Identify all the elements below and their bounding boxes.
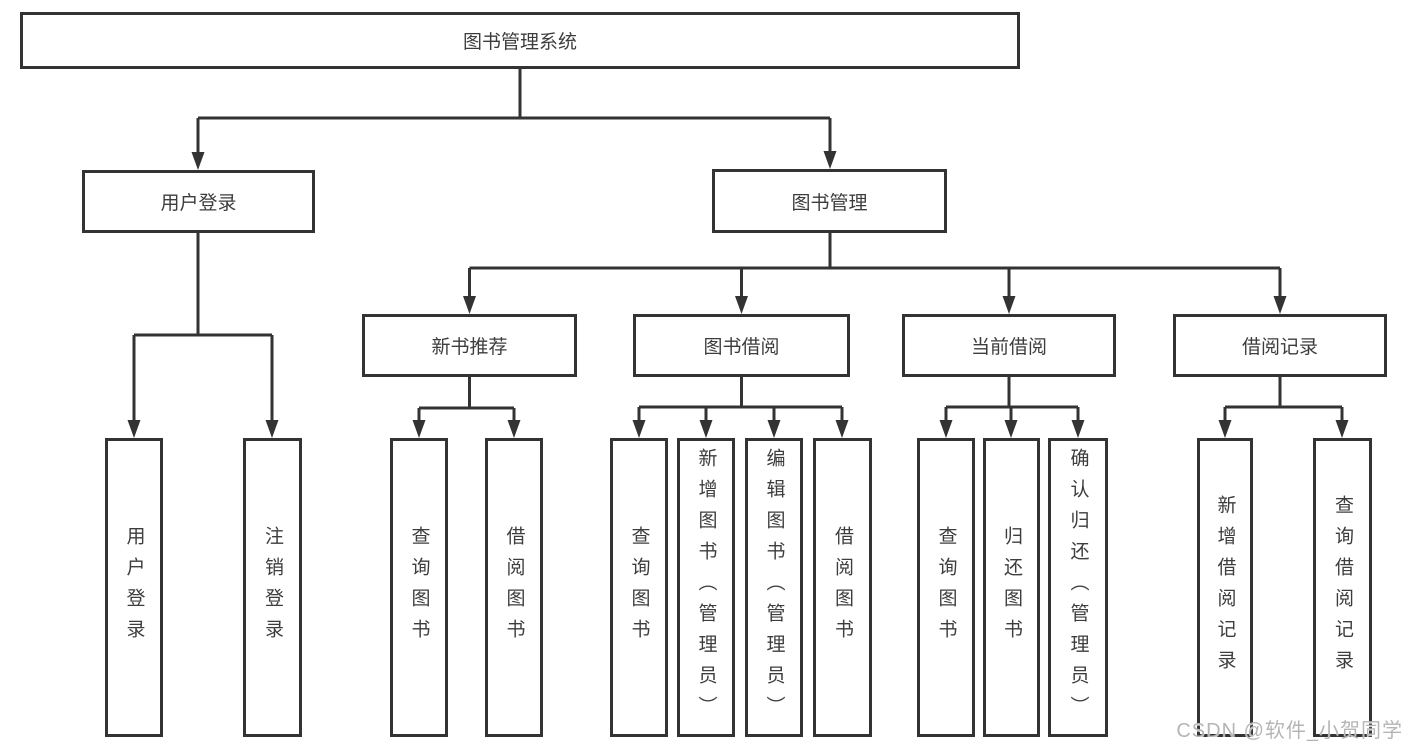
- leaf-current-return-books: 归还图书: [983, 438, 1040, 737]
- leaf-current-query-books: 查询图书: [917, 438, 975, 737]
- leaf-recommend-query-books: 查询图书: [390, 438, 448, 737]
- leaf-current-confirm-return-admin: 确认归还（管理员）: [1048, 438, 1108, 737]
- node-root-system: 图书管理系统: [20, 12, 1020, 69]
- leaf-user-login: 用户登录: [105, 438, 163, 737]
- leaf-recommend-borrow-books: 借阅图书: [485, 438, 543, 737]
- leaf-borrow-borrow-books: 借阅图书: [813, 438, 872, 737]
- leaf-borrow-query-books: 查询图书: [610, 438, 668, 737]
- csdn-watermark: CSDN @软件_小贺同学: [1176, 720, 1403, 742]
- node-book-management-branch: 图书管理: [712, 169, 947, 233]
- node-new-book-recommend: 新书推荐: [362, 314, 577, 377]
- node-book-borrow: 图书借阅: [633, 314, 850, 377]
- leaf-borrow-edit-books-admin: 编辑图书（管理员）: [745, 438, 803, 737]
- leaf-borrow-add-books-admin: 新增图书（管理员）: [677, 438, 735, 737]
- node-user-login-branch: 用户登录: [82, 170, 315, 233]
- arrowheads: [127, 151, 1349, 438]
- leaf-records-add-record: 新增借阅记录: [1197, 438, 1253, 737]
- node-borrow-records: 借阅记录: [1173, 314, 1387, 377]
- leaf-logout: 注销登录: [243, 438, 302, 737]
- leaf-records-query-record: 查询借阅记录: [1313, 438, 1372, 737]
- node-current-borrow: 当前借阅: [902, 314, 1116, 377]
